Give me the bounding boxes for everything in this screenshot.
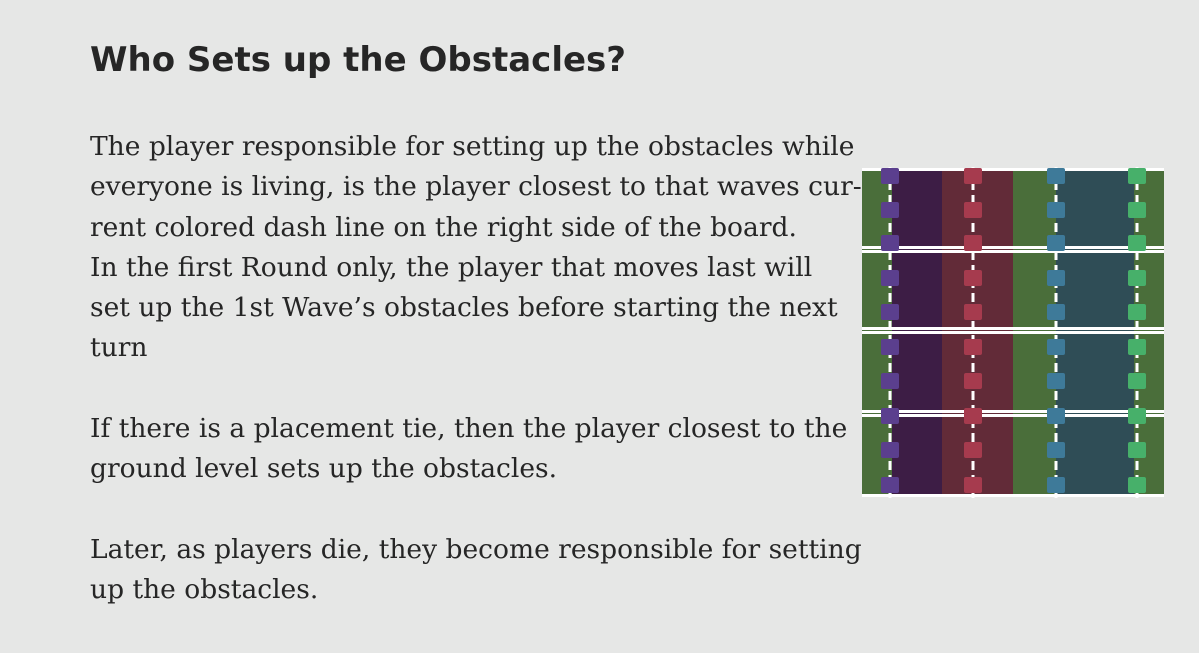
- paragraph-later: Later, as players die, they become respo…: [90, 530, 862, 611]
- dash-marker: [1128, 477, 1146, 493]
- dash-marker: [1047, 408, 1065, 424]
- dash-marker: [964, 339, 982, 355]
- dash-marker: [1128, 270, 1146, 286]
- dash-marker: [1047, 270, 1065, 286]
- dash-marker: [964, 304, 982, 320]
- text-line: up the obstacles.: [90, 574, 319, 606]
- dash-marker: [1128, 339, 1146, 355]
- dash-marker: [1128, 168, 1146, 184]
- paragraph-gap: [90, 369, 850, 409]
- dash-marker: [1047, 304, 1065, 320]
- dash-marker: [1047, 373, 1065, 389]
- dash-marker: [964, 442, 982, 458]
- dash-marker: [881, 442, 899, 458]
- dash-marker: [881, 168, 899, 184]
- dash-marker: [1128, 202, 1146, 218]
- grid-line: [862, 168, 1164, 171]
- text-line: turn: [90, 332, 148, 364]
- dash-marker: [964, 235, 982, 251]
- dash-marker: [1047, 235, 1065, 251]
- dash-marker: [881, 270, 899, 286]
- dash-marker: [881, 202, 899, 218]
- text-line: In the first Round only, the player that…: [90, 251, 813, 283]
- grid-line: [862, 246, 1164, 249]
- dash-marker: [881, 408, 899, 424]
- dash-marker: [1128, 442, 1146, 458]
- text-line: everyone is living, is the player closes…: [90, 171, 862, 203]
- page-title: Who Sets up the Obstacles?: [90, 40, 627, 80]
- grid-line: [862, 410, 1164, 413]
- dash-marker: [1047, 168, 1065, 184]
- text-line: Later, as players die, they become respo…: [90, 533, 862, 565]
- dash-marker: [964, 373, 982, 389]
- dash-marker: [964, 168, 982, 184]
- text-line: set up the 1st Wave’s obstacles before s…: [90, 292, 838, 324]
- dash-marker: [881, 235, 899, 251]
- text-line: ground level sets up the obstacles.: [90, 453, 558, 485]
- text-line: The player responsible for setting up th…: [90, 131, 855, 162]
- dash-marker: [1128, 304, 1146, 320]
- board-illustration: [862, 167, 1164, 501]
- dash-marker: [1047, 339, 1065, 355]
- dash-marker: [1128, 373, 1146, 389]
- text-line: rent colored dash line on the right side…: [90, 211, 797, 243]
- dash-marker: [1047, 442, 1065, 458]
- paragraph-gap: [90, 490, 850, 530]
- grid-line: [862, 331, 1164, 334]
- paragraph-tie: If there is a placement tie, then the pl…: [90, 409, 850, 490]
- dash-marker: [964, 408, 982, 424]
- grid-line: [862, 327, 1164, 330]
- dash-marker: [1128, 408, 1146, 424]
- dash-marker: [881, 304, 899, 320]
- board-svg: [862, 167, 1164, 501]
- paragraph-first-round: The player responsible for setting up th…: [90, 127, 862, 369]
- dash-marker: [1128, 235, 1146, 251]
- grid-line: [862, 250, 1164, 253]
- dash-marker: [881, 477, 899, 493]
- text-line: If there is a placement tie, then the pl…: [90, 413, 848, 445]
- dash-marker: [964, 270, 982, 286]
- body-text: The player responsible for setting up th…: [90, 127, 862, 611]
- dash-marker: [1047, 202, 1065, 218]
- dash-marker: [1047, 477, 1065, 493]
- dash-marker: [964, 202, 982, 218]
- dash-marker: [964, 477, 982, 493]
- dash-marker: [881, 339, 899, 355]
- dash-marker: [881, 373, 899, 389]
- grid-line: [862, 414, 1164, 417]
- grid-line: [862, 494, 1164, 497]
